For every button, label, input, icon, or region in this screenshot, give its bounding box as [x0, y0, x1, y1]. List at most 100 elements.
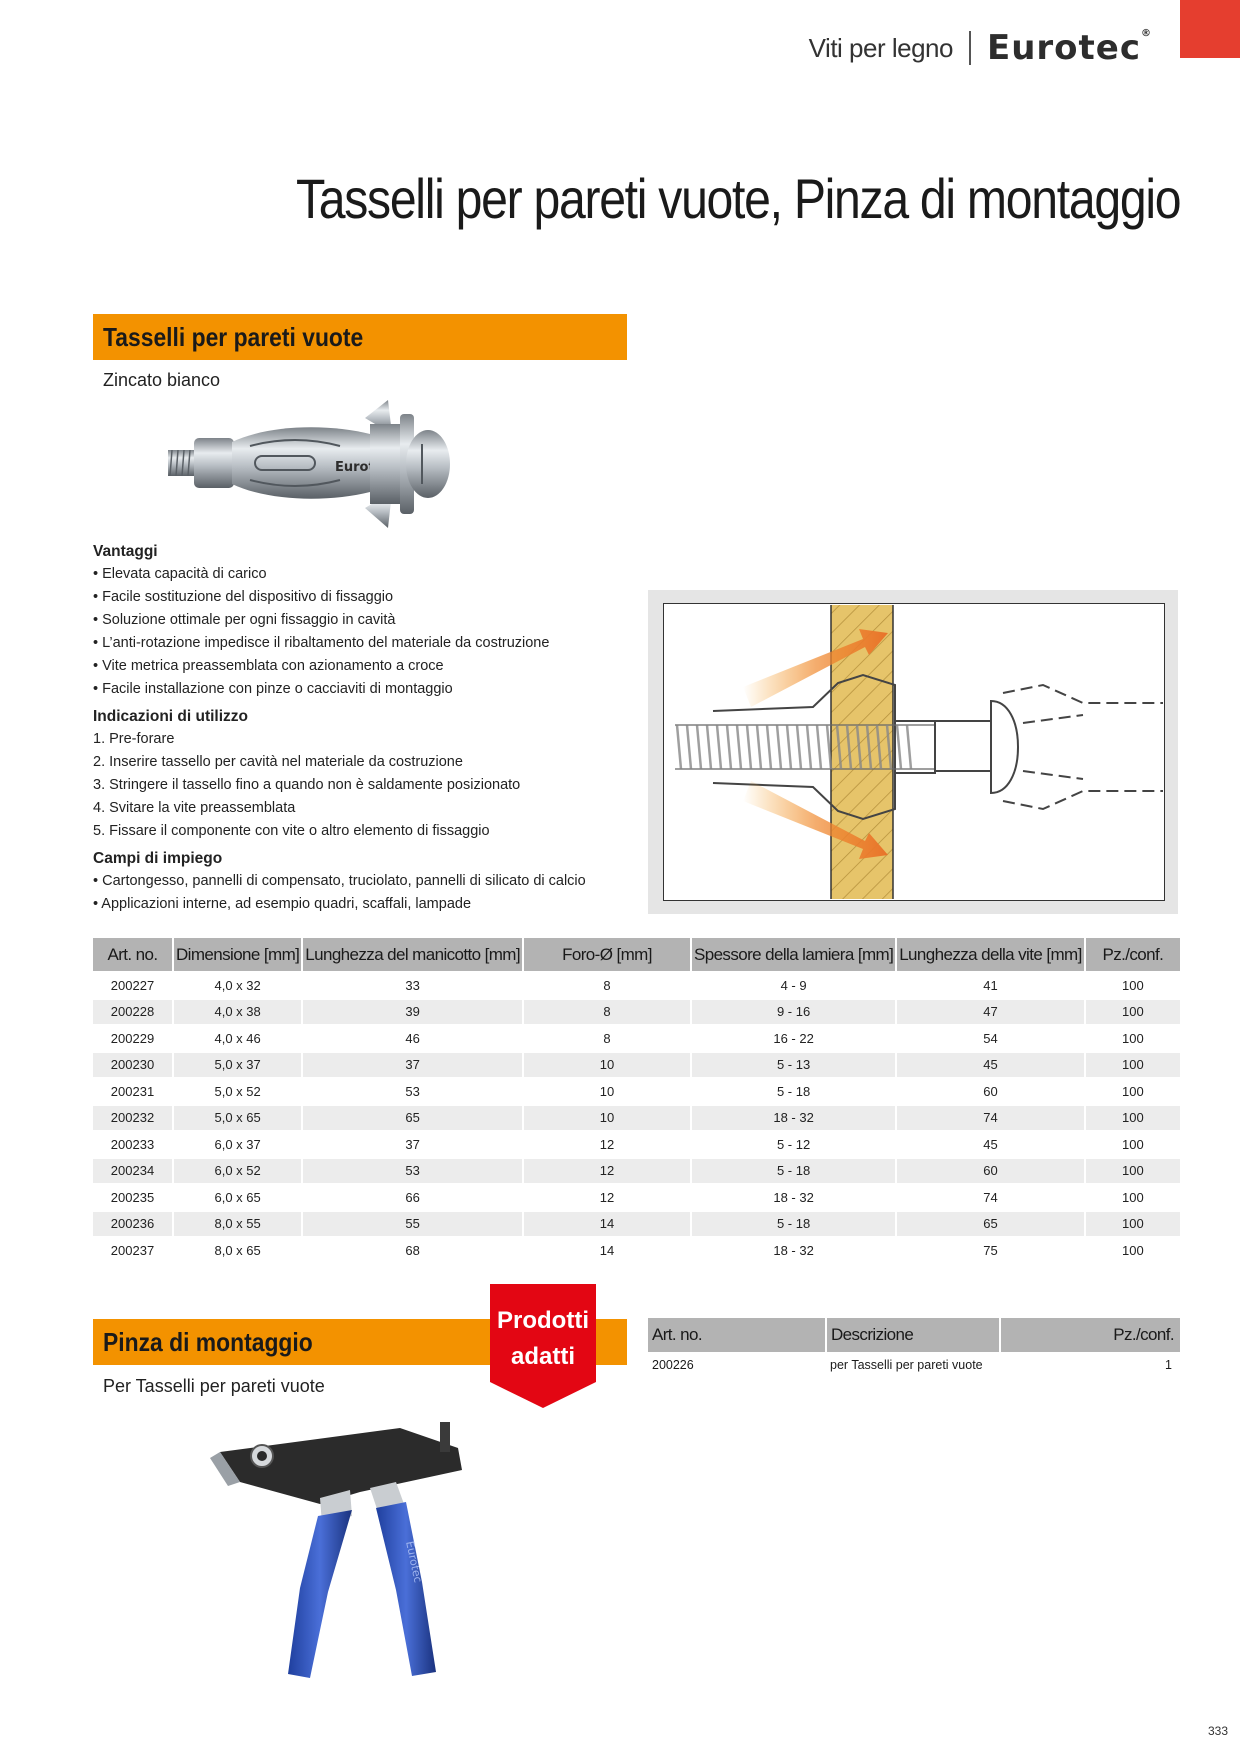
cell: 200226	[652, 1358, 694, 1372]
corner-tab	[1180, 0, 1240, 58]
cell: 10	[521, 1077, 691, 1105]
cell: 100	[1083, 997, 1180, 1025]
col-dimensione: Dimensione [mm]	[171, 938, 303, 972]
cell: 10	[521, 1103, 691, 1131]
cell: 5 - 18	[689, 1077, 897, 1105]
list-item: • Soluzione ottimale per ogni fissaggio …	[93, 612, 396, 628]
cell: 200232	[93, 1103, 173, 1131]
cell: 100	[1083, 1156, 1180, 1184]
cell: 200234	[93, 1156, 173, 1184]
cell: 33	[301, 971, 523, 999]
cell: 5,0 x 65	[171, 1103, 303, 1131]
col-lunghezza-vite: Lunghezza della vite [mm]	[895, 938, 1085, 972]
cell: 37	[301, 1130, 523, 1158]
list-item: • Elevata capacità di carico	[93, 566, 267, 582]
section-title-pinza: Pinza di montaggio	[103, 1326, 313, 1357]
cell: 74	[895, 1183, 1085, 1211]
cell: 75	[895, 1236, 1085, 1264]
cell: 8	[521, 997, 691, 1025]
heading-campi: Campi di impiego	[93, 850, 223, 867]
cell: 66	[301, 1183, 523, 1211]
cell: 45	[895, 1050, 1085, 1078]
cell: 4 - 9	[689, 971, 897, 999]
list-indicazioni: 1. Pre-forare 2. Inserire tassello per c…	[93, 728, 653, 843]
product-subtitle-pinza: Per Tasselli per pareti vuote	[103, 1376, 325, 1396]
col-foro: Foro-Ø [mm]	[521, 938, 691, 972]
cell: 53	[301, 1077, 523, 1105]
section-name: Viti per legno	[808, 32, 954, 63]
cell: 65	[301, 1103, 523, 1131]
col-spessore-lamiera: Spessore della lamiera [mm]	[689, 938, 897, 972]
cell: 200228	[93, 997, 173, 1025]
col-descrizione: Descrizione	[825, 1318, 1000, 1352]
cell: 14	[521, 1209, 691, 1237]
cell: 5,0 x 52	[171, 1077, 303, 1105]
cell: per Tasselli per pareti vuote	[830, 1358, 983, 1372]
col-lunghezza-manicotto: Lunghezza del manicotto [mm]	[301, 938, 523, 972]
list-item: 5. Fissare il componente con vite o altr…	[93, 823, 490, 839]
cell: 9 - 16	[689, 997, 897, 1025]
cell: 200227	[93, 971, 173, 999]
cell: 47	[895, 997, 1085, 1025]
cell: 14	[521, 1236, 691, 1264]
cell: 200229	[93, 1024, 173, 1052]
cell: 39	[301, 997, 523, 1025]
list-item: • L’anti-rotazione impedisce il ribaltam…	[93, 635, 550, 651]
cell: 5 - 18	[689, 1209, 897, 1237]
cell: 100	[1083, 1236, 1180, 1264]
cell: 200237	[93, 1236, 173, 1264]
cell: 6,0 x 65	[171, 1183, 303, 1211]
installation-diagram	[648, 590, 1178, 914]
table-header-row: Art. no. Dimensione [mm] Lunghezza del m…	[93, 938, 1180, 972]
cell: 5 - 13	[689, 1050, 897, 1078]
cell: 55	[301, 1209, 523, 1237]
cell: 8	[521, 1024, 691, 1052]
table-header-row: Art. no. Descrizione Pz./conf.	[648, 1318, 1180, 1352]
cell: 8	[521, 971, 691, 999]
hollow-wall-anchor-image: Eurotec	[168, 400, 450, 528]
cell: 4,0 x 32	[171, 971, 303, 999]
cell: 100	[1083, 1183, 1180, 1211]
cell: 45	[895, 1130, 1085, 1158]
page-title: Tasselli per pareti vuote, Pinza di mont…	[295, 167, 1182, 230]
cell: 200236	[93, 1209, 173, 1237]
cell: 10	[521, 1050, 691, 1078]
cell: 74	[895, 1103, 1085, 1131]
cell: 5,0 x 37	[171, 1050, 303, 1078]
cell: 37	[301, 1050, 523, 1078]
registered-mark: ®	[1141, 28, 1152, 39]
cell: 4,0 x 46	[171, 1024, 303, 1052]
col-art-no: Art. no.	[648, 1318, 826, 1352]
col-art-no: Art. no.	[93, 938, 173, 972]
cell: 1	[1165, 1358, 1172, 1372]
list-item: • Applicazioni interne, ad esempio quadr…	[93, 896, 472, 912]
heading-vantaggi: Vantaggi	[93, 543, 158, 560]
cell: 100	[1083, 1077, 1180, 1105]
cell: 200230	[93, 1050, 173, 1078]
cell: 16 - 22	[689, 1024, 897, 1052]
list-campi: • Cartongesso, pannelli di compensato, t…	[93, 870, 653, 916]
cell: 100	[1083, 1130, 1180, 1158]
cell: 200235	[93, 1183, 173, 1211]
installation-diagram-drawing	[663, 603, 1165, 901]
cell: 6,0 x 37	[171, 1130, 303, 1158]
cell: 12	[521, 1156, 691, 1184]
cell: 5 - 12	[689, 1130, 897, 1158]
page-number: 333	[1207, 1724, 1228, 1738]
list-item: 3. Stringere il tassello fino a quando n…	[93, 777, 521, 793]
list-item: • Facile installazione con pinze o cacci…	[93, 681, 453, 697]
cell: 6,0 x 52	[171, 1156, 303, 1184]
cell: 60	[895, 1156, 1085, 1184]
col-pz-conf: Pz./conf.	[1083, 938, 1180, 972]
list-item: 2. Inserire tassello per cavità nel mate…	[93, 754, 463, 770]
cell: 18 - 32	[689, 1236, 897, 1264]
